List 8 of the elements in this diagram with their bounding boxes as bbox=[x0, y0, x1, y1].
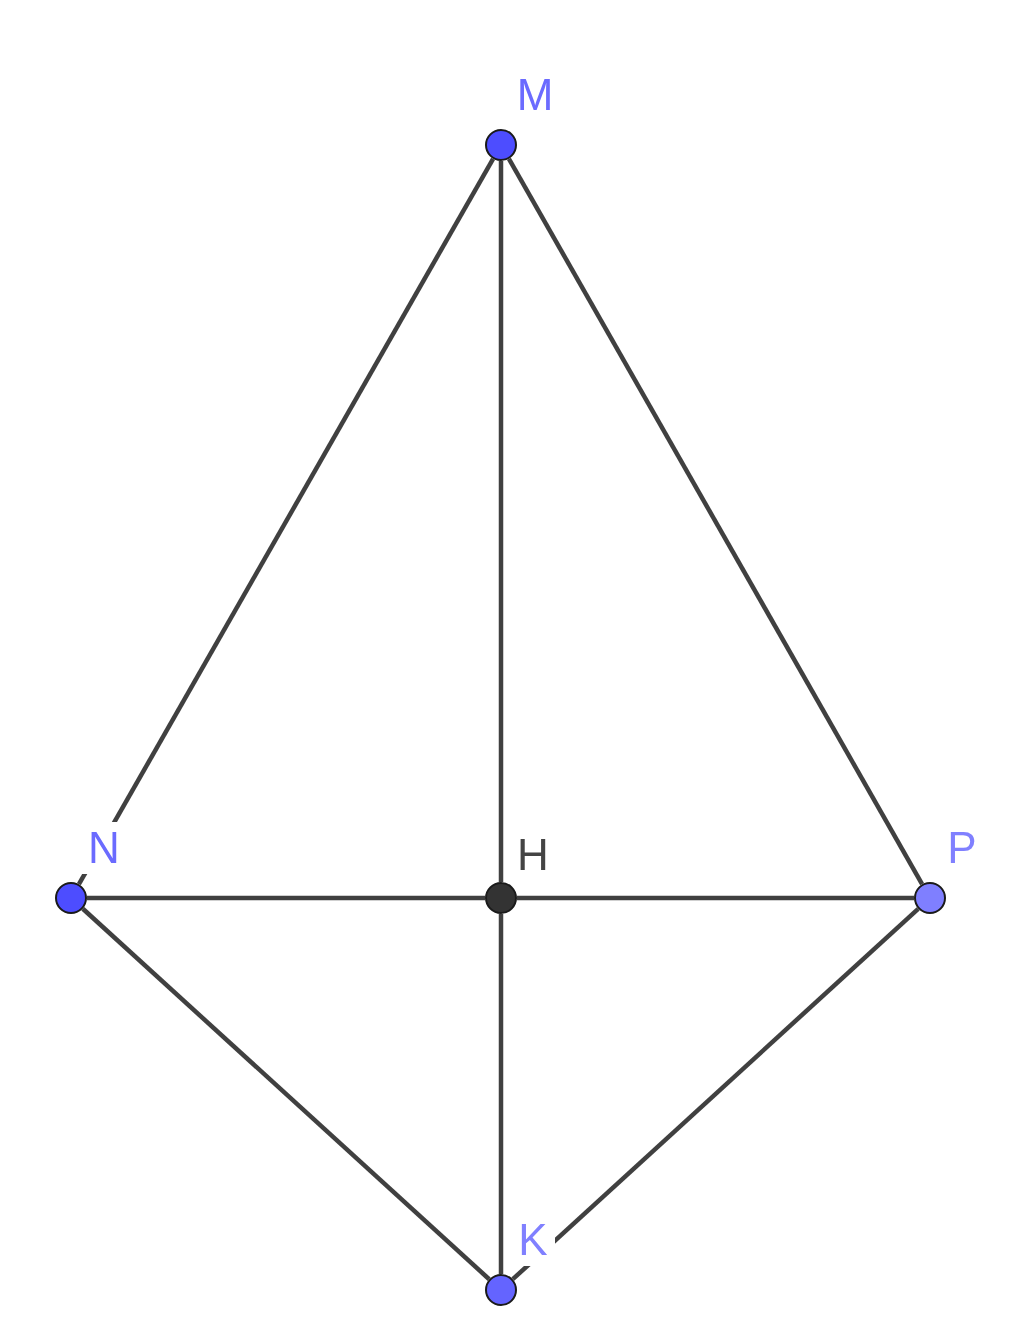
line-segment bbox=[498, 914, 504, 1274]
line-segment bbox=[87, 895, 485, 901]
line-segment bbox=[498, 161, 504, 882]
line-segment bbox=[76, 157, 496, 886]
line-segment bbox=[517, 895, 914, 901]
line-segment bbox=[511, 907, 920, 1281]
line-segment bbox=[506, 157, 925, 886]
line-segment bbox=[81, 907, 491, 1281]
